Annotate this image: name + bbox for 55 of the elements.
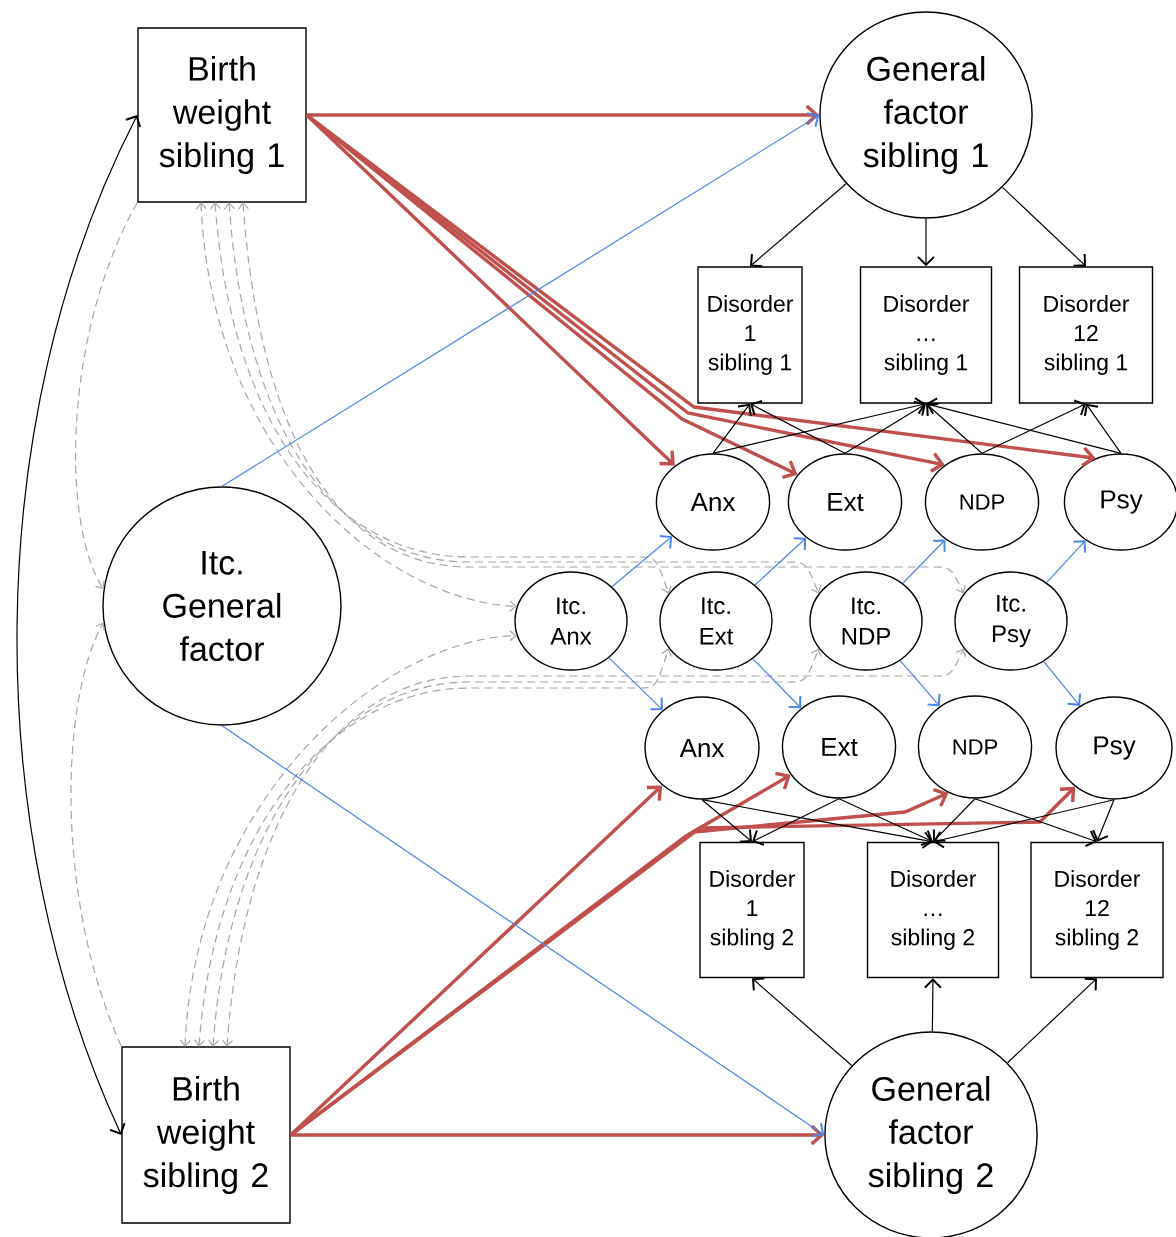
arrow: [752, 798, 840, 846]
arrow: [221, 725, 825, 1138]
arrow: [932, 798, 976, 842]
arrow: [1083, 403, 1122, 454]
arrow: [902, 539, 946, 584]
arrow: [1092, 799, 1115, 842]
curved-arrow: [237, 202, 966, 594]
arrow: [981, 399, 1086, 454]
variable-box: Disorder 12 sibling 1: [1018, 266, 1154, 404]
arrow: [838, 798, 933, 847]
variable-box: Birth weight sibling 1: [137, 27, 307, 203]
curved-arrow: [209, 202, 672, 594]
arrow: [1006, 977, 1097, 1064]
arrow: [305, 113, 1096, 468]
curved-arrow: [179, 630, 517, 1047]
arrow: [712, 397, 926, 454]
curved-arrow: [207, 648, 822, 1047]
arrow: [974, 798, 1097, 848]
curved-arrow: [193, 648, 672, 1047]
arrow: [701, 799, 752, 843]
curved-arrow: [70, 622, 122, 1047]
curved-arrow: [75, 202, 138, 590]
arrow: [750, 400, 846, 454]
curved-arrow: [195, 202, 517, 612]
arrow: [926, 402, 983, 454]
arrow: [701, 799, 933, 849]
arrow: [933, 799, 1115, 849]
curved-arrow: [221, 648, 966, 1047]
arrow: [899, 660, 941, 707]
arrow: [754, 537, 807, 586]
arrow: [1001, 186, 1086, 267]
arrow: [752, 977, 853, 1067]
arrow: [221, 112, 820, 487]
variable-box: Birth weight sibling 2: [121, 1046, 291, 1224]
curved-arrow: [223, 202, 822, 594]
arrow: [306, 104, 820, 126]
arrow: [611, 535, 673, 588]
variable-box: Disorder … sibling 2: [866, 841, 1000, 979]
arrow: [1046, 540, 1087, 583]
arrow: [1043, 660, 1082, 706]
curved-arrow: [16, 115, 142, 1135]
variable-box: Disorder 12 sibling 2: [1030, 841, 1164, 979]
arrow: [844, 400, 926, 454]
arrow: [752, 658, 802, 709]
arrow: [750, 183, 847, 268]
arrow: [608, 657, 663, 711]
arrow: [926, 397, 1122, 454]
arrow: [923, 978, 942, 1032]
arrow: [917, 218, 935, 267]
variable-box: Disorder 1 sibling 2: [699, 841, 805, 979]
arrow: [289, 786, 1076, 1137]
arrow: [712, 403, 752, 454]
arrow: [290, 1124, 825, 1146]
variable-box: Disorder … sibling 1: [859, 266, 993, 404]
variable-box: Disorder 1 sibling 1: [697, 266, 803, 404]
